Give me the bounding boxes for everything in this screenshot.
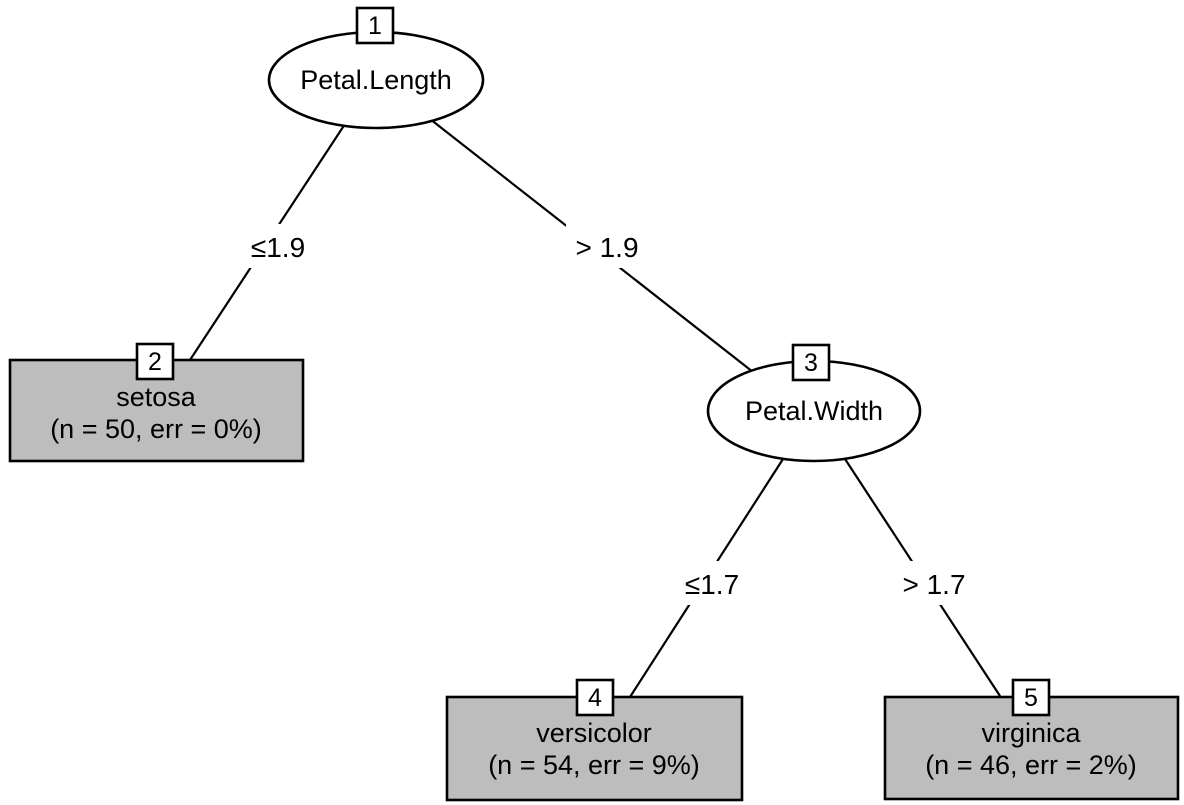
- node-4-class-label: versicolor: [536, 718, 652, 748]
- node-5-stats-label: (n = 46, err = 2%): [925, 750, 1137, 780]
- node-4-id: 4: [588, 684, 602, 712]
- node-3-id-box: [791, 343, 831, 382]
- node-1-label: Petal.Length: [300, 65, 452, 95]
- node-1-petal-length: Petal.Length 1: [267, 6, 485, 130]
- node-2-class-label: setosa: [116, 382, 197, 412]
- edge-label-gt-1-7: > 1.7: [902, 569, 965, 600]
- edge-label-le-1-9: ≤1.9: [251, 232, 305, 263]
- node-4-id-box: [575, 678, 615, 717]
- node-3-petal-width: Petal.Width 3: [706, 343, 922, 463]
- node-4-stats-label: (n = 54, err = 9%): [488, 750, 700, 780]
- edge-label-bg-left1: [238, 224, 318, 268]
- node-2-id-box: [135, 342, 175, 381]
- node-5-id-box: [1011, 678, 1051, 717]
- node-1-id-box: [355, 6, 395, 45]
- node-5-class-label: virginica: [981, 718, 1081, 748]
- edge-label-gt-1-9: > 1.9: [575, 232, 638, 263]
- edge-label-bg-left2: [672, 561, 752, 605]
- node-5-id: 5: [1024, 684, 1038, 712]
- node-4-versicolor: versicolor (n = 54, err = 9%) 4: [445, 678, 744, 802]
- edge-label-le-1-7: ≤1.7: [685, 569, 739, 600]
- node-3-label: Petal.Width: [745, 396, 883, 426]
- node-5-virginica: virginica (n = 46, err = 2%) 5: [883, 678, 1180, 801]
- node-2-stats-label: (n = 50, err = 0%): [50, 414, 262, 444]
- node-3-id: 3: [804, 349, 818, 377]
- node-2-setosa: setosa (n = 50, err = 0%) 2: [8, 342, 305, 463]
- edge-label-bg-right2: [893, 561, 975, 605]
- edge-label-bg-right1: [566, 224, 648, 268]
- node-2-id: 2: [148, 348, 162, 376]
- node-1-id: 1: [368, 12, 382, 40]
